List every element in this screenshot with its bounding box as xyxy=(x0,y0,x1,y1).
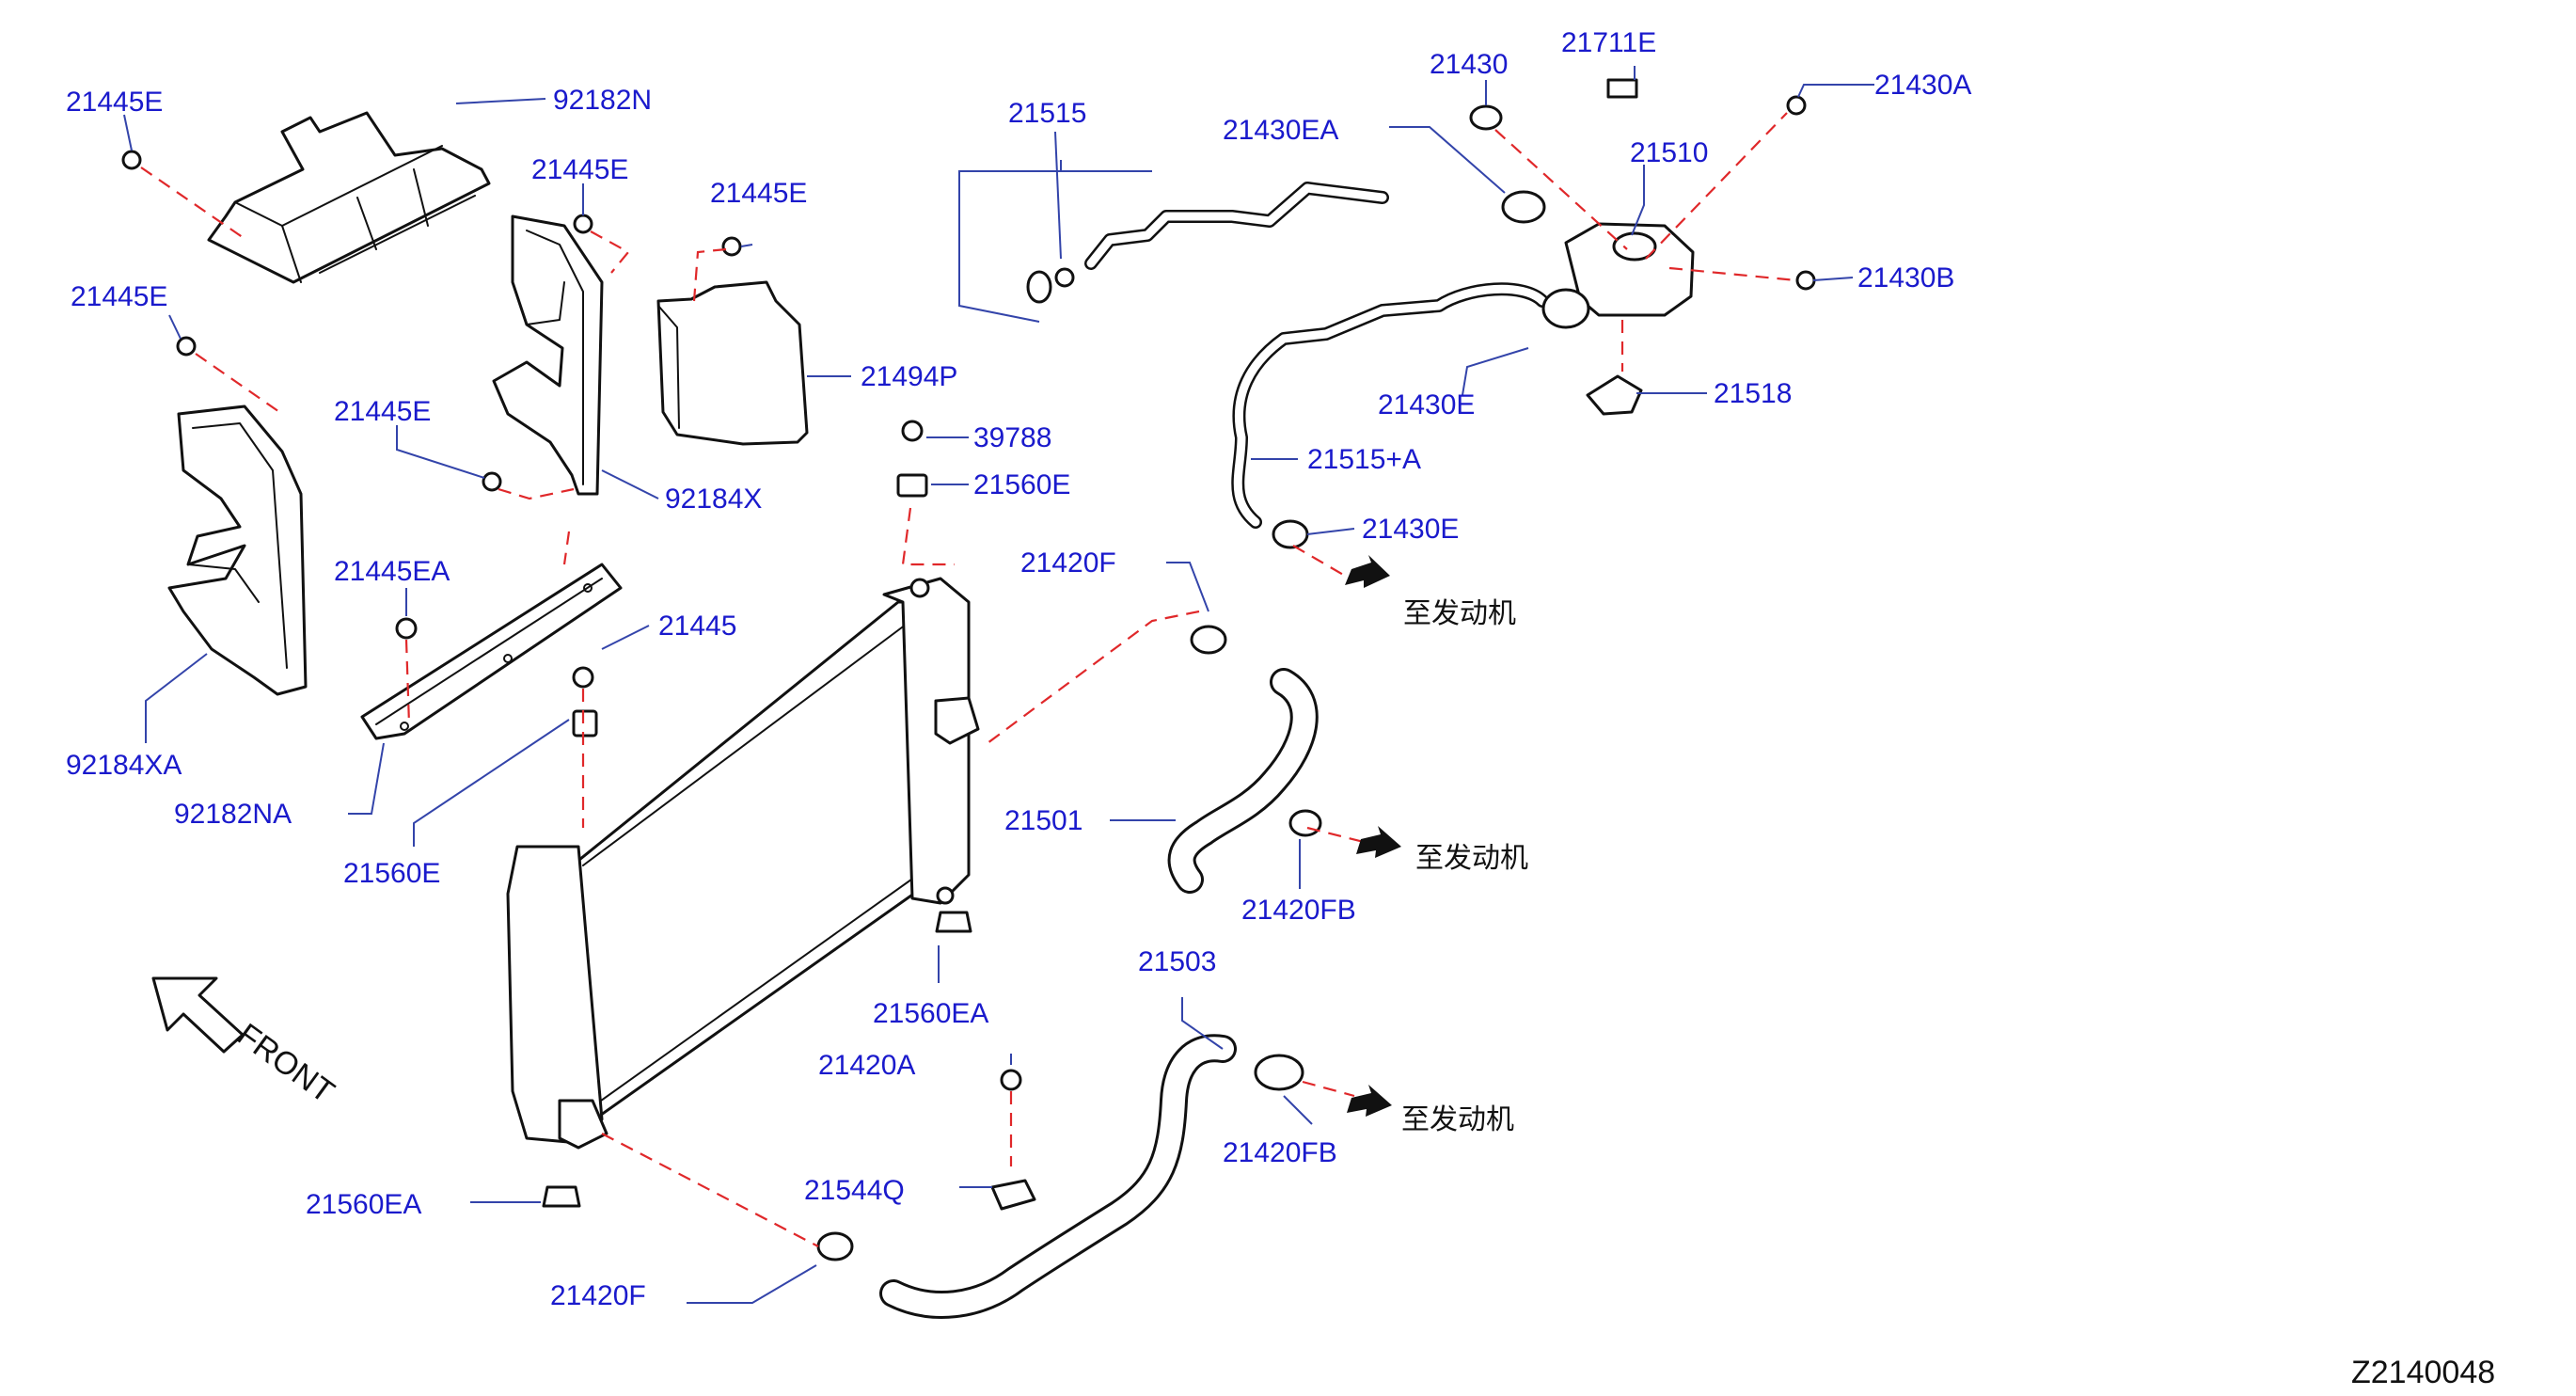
part-label-21430EA: 21430EA xyxy=(1223,115,1338,146)
seal-21494P xyxy=(656,280,809,446)
part-label-21445E: 21445E xyxy=(710,178,807,209)
part-label-21501: 21501 xyxy=(1004,805,1083,836)
to-engine-note: 至发动机 xyxy=(1415,842,1528,875)
part-label-21445: 21445 xyxy=(658,611,736,642)
lower-air-guide-92182NA xyxy=(360,563,623,740)
part-label-21430E: 21430E xyxy=(1362,514,1459,545)
upper-hose-21501 xyxy=(1167,625,1322,894)
side-air-guide-92184XA xyxy=(167,405,308,696)
part-label-21515: 21515 xyxy=(1008,98,1086,129)
arrow-icon xyxy=(1347,1085,1392,1117)
to-engine-notes: 至发动机 至发动机 至发动机 xyxy=(1401,597,1528,1136)
arrow-icon xyxy=(1345,555,1390,588)
part-label-21445E: 21445E xyxy=(334,396,431,427)
part-label-92182N: 92182N xyxy=(553,85,652,116)
part-label-21560E: 21560E xyxy=(343,858,440,889)
radiator-core xyxy=(506,577,980,1150)
side-air-guide-92184X xyxy=(492,214,604,496)
part-label-21445EA: 21445EA xyxy=(334,556,450,587)
part-label-92184X: 92184X xyxy=(665,484,762,515)
part-label-21430E: 21430E xyxy=(1378,389,1475,420)
lower-hose-21503 xyxy=(816,1034,1304,1319)
part-label-21515A: 21515+A xyxy=(1307,444,1421,475)
to-engine-note: 至发动机 xyxy=(1403,597,1516,630)
part-label-21544Q: 21544Q xyxy=(804,1175,905,1206)
part-label-21420FB: 21420FB xyxy=(1223,1137,1337,1168)
part-label-39788: 39788 xyxy=(973,422,1051,453)
part-label-21420FB: 21420FB xyxy=(1241,895,1356,926)
overflow-tube-21515 xyxy=(1084,182,1389,270)
part-label-21711E: 21711E xyxy=(1561,27,1656,58)
part-label-21560E: 21560E xyxy=(973,469,1070,500)
front-arrow: FRONT xyxy=(151,976,340,1111)
part-label-21430: 21430 xyxy=(1430,49,1508,80)
part-label-21420F: 21420F xyxy=(1020,547,1116,579)
part-label-21518: 21518 xyxy=(1714,378,1792,409)
part-label-21420F: 21420F xyxy=(550,1280,646,1311)
part-label-92182NA: 92182NA xyxy=(174,799,292,830)
part-label-21445E: 21445E xyxy=(71,281,167,312)
front-arrow-icon xyxy=(151,976,245,1054)
part-label-21494P: 21494P xyxy=(861,361,957,392)
part-label-21560EA: 21560EA xyxy=(873,998,988,1029)
fasteners xyxy=(121,78,1816,1211)
dashed-connectors xyxy=(140,112,1797,1247)
diagram-code: Z2140048 xyxy=(2351,1355,2495,1390)
part-label-21560EA: 21560EA xyxy=(306,1189,421,1220)
part-label-21430A: 21430A xyxy=(1874,70,1971,101)
to-engine-arrows xyxy=(1345,555,1401,1117)
part-label-21503: 21503 xyxy=(1138,946,1216,977)
part-label-21445E: 21445E xyxy=(66,87,163,118)
part-label-92184XA: 92184XA xyxy=(66,750,182,781)
leader-lines xyxy=(123,66,1874,1304)
part-label-21430B: 21430B xyxy=(1857,262,1954,293)
part-label-21445E: 21445E xyxy=(531,154,628,185)
arrow-icon xyxy=(1356,826,1401,858)
part-labels: 21445E 92182N 21445E 21445E 21445E 21494… xyxy=(66,27,1971,1311)
front-label: FRONT xyxy=(230,1017,340,1111)
to-engine-note: 至发动机 xyxy=(1401,1103,1514,1136)
reservoir-hose-21515A xyxy=(1231,282,1549,529)
part-label-21510: 21510 xyxy=(1630,137,1708,168)
upper-air-guide-92182N xyxy=(207,111,491,284)
part-label-21420A: 21420A xyxy=(818,1050,915,1081)
